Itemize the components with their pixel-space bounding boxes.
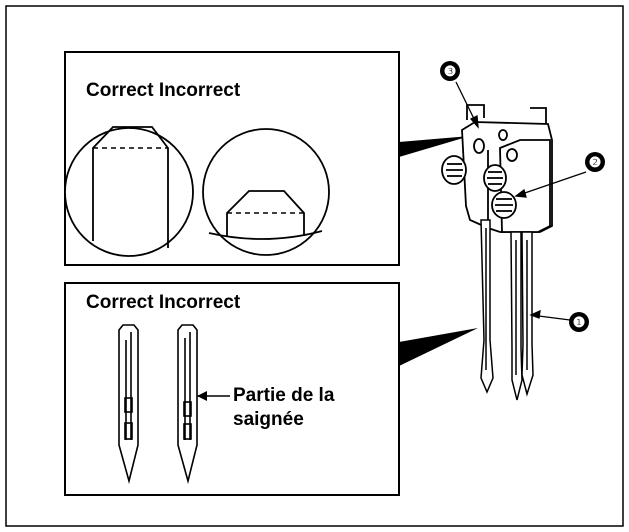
leader-lines [455,81,587,321]
incorrect-needle [177,324,198,485]
installed-needles [480,219,534,401]
groove-label-line2: saignée [233,409,304,430]
callout-1-marker [569,312,589,332]
top-panel-heading: Correct Incorrect [86,80,241,101]
outer-frame [5,5,624,527]
pointer-wedge-top [399,136,470,157]
correct-needle [118,324,139,485]
callout-3-number: ❸ [443,63,457,79]
callout-1-number: ❶ [572,314,586,330]
bottom-panel-frame [64,282,400,496]
pointer-wedge-bottom [399,328,478,366]
groove-label-line1: Partie de la [233,385,335,406]
set-screw-middle [483,164,507,192]
magnified-incorrect-tip [202,128,330,256]
top-panel-frame [64,51,400,266]
set-screw-left [441,155,467,185]
needle-clamp-assembly [441,104,553,233]
set-screw-right [491,191,517,219]
callout-2-marker [585,152,605,172]
groove-arrow [197,391,230,401]
callout-2-number: ❷ [588,154,602,170]
bottom-panel-heading: Correct Incorrect [86,292,241,313]
magnified-correct-tip [64,126,194,257]
callout-3-marker [440,61,460,81]
